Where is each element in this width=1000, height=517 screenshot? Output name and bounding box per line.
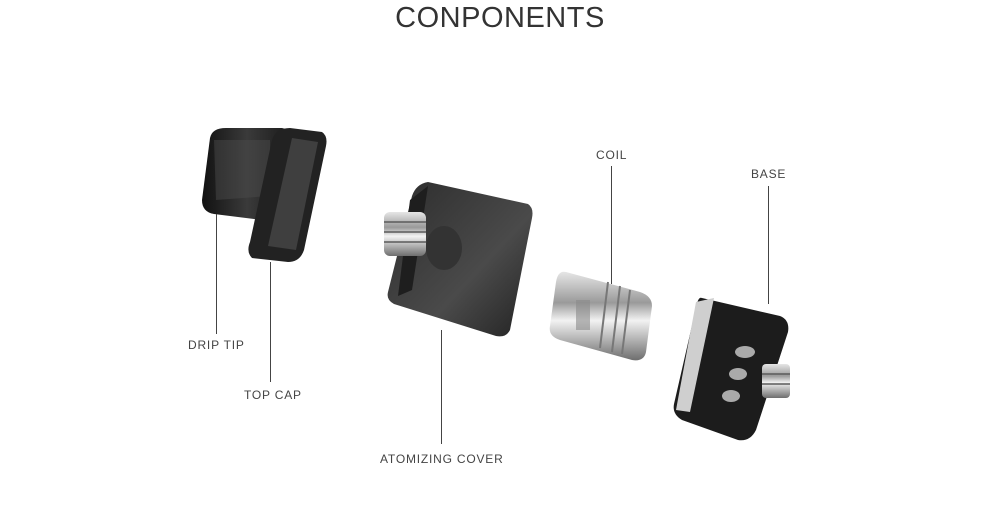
top-cap-leader-line [270,262,271,382]
coil-label: COIL [596,148,628,162]
page-title: CONPONENTS [395,2,605,34]
top-cap-label: TOP CAP [244,388,302,402]
coil-part [549,271,652,361]
drip-tip-label: DRIP TIP [188,338,245,352]
atomizing-cover-part [384,182,533,337]
drip-tip-leader-line [216,214,217,334]
base-leader-line [768,186,769,304]
base-label: BASE [751,167,787,181]
base-part [673,297,790,441]
top-cap-part [248,128,327,262]
atomizing-cover-leader-line [441,330,442,444]
coil-leader-line [611,166,612,284]
atomizing-cover-label: ATOMIZING COVER [380,452,504,466]
